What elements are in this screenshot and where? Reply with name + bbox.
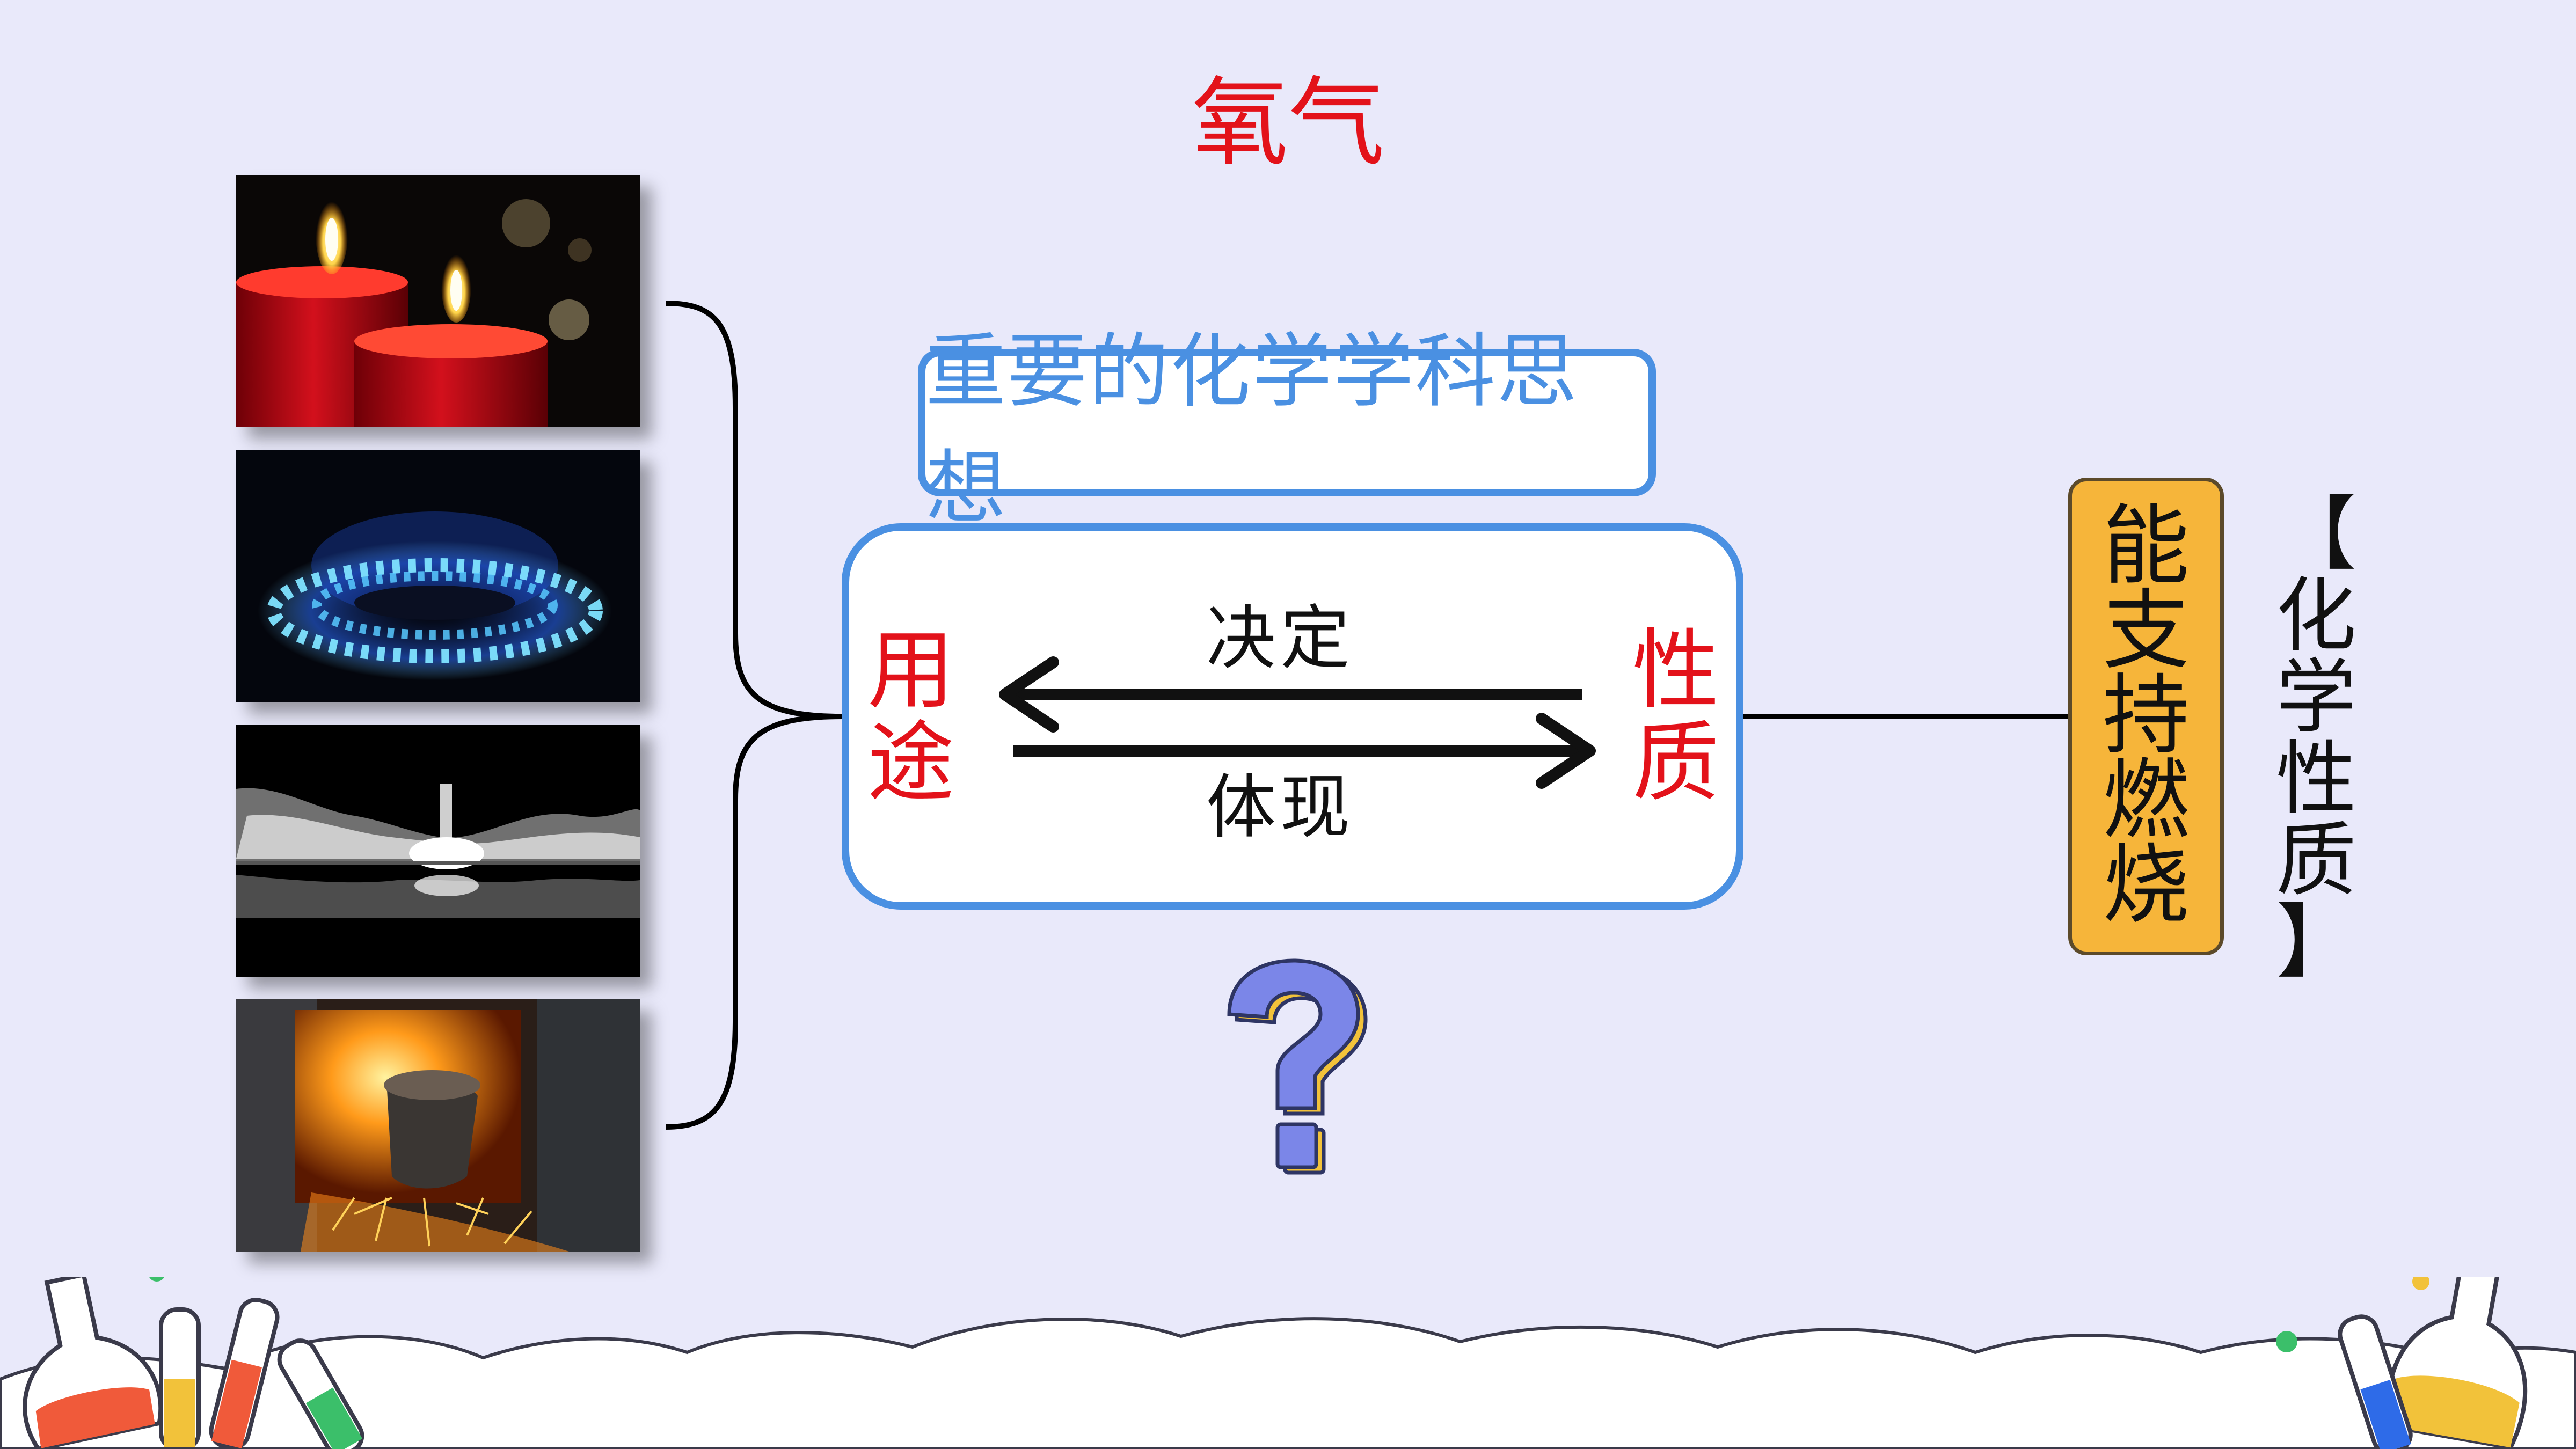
thinking-idea-box: 重要的化学学科思想 (918, 325, 1656, 535)
oxygen-property-box: 能 支 持 燃 烧 (2068, 478, 2224, 955)
oxygen-property-text: 能 支 持 燃 烧 (2103, 496, 2190, 936)
bottom-decoration (0, 1277, 2576, 1449)
embodies-label: 体现 (1206, 766, 1355, 848)
photo-steel-smelting (236, 999, 640, 1252)
test-tube-icon (159, 1298, 364, 1449)
decides-label: 决定 (1206, 597, 1355, 679)
property-type-label: 【 化 学 性 质 】 (2275, 488, 2356, 989)
thinking-idea-text: 重要的化学学科思想 (925, 325, 1579, 535)
test-tube-icon (2338, 1314, 2413, 1449)
relation-box: 用 途 性 质 决定 体现 (842, 523, 1743, 910)
photo-candles (236, 175, 640, 427)
usage-label: 用 途 (867, 620, 954, 814)
question-mark-icon (1227, 958, 1368, 1175)
property-label: 性 质 (1632, 620, 1719, 814)
double-arrow-icon (999, 656, 1596, 789)
flask-icon (2385, 1277, 2528, 1449)
page-title: 氧气 (1191, 67, 1385, 179)
photo-gas-flame (236, 450, 640, 702)
flask-icon (23, 1277, 163, 1449)
photo-rocket-launch (236, 724, 640, 977)
